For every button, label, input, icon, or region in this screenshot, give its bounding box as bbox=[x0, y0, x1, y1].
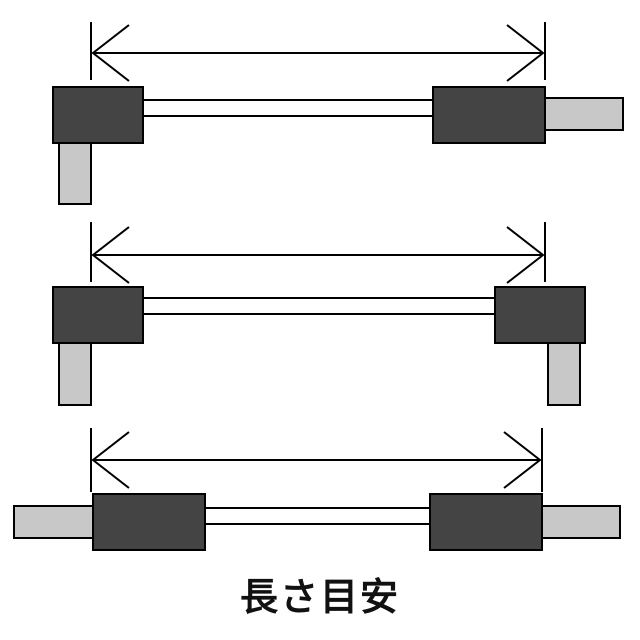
plug-body bbox=[92, 493, 206, 551]
straight-plug-icon bbox=[429, 493, 621, 551]
straight-plug-icon bbox=[13, 493, 206, 551]
straight-plug-icon bbox=[432, 86, 624, 144]
plug-body bbox=[432, 86, 546, 144]
cable bbox=[204, 507, 432, 525]
cable bbox=[141, 297, 497, 315]
cable bbox=[141, 99, 435, 117]
plug-pin bbox=[544, 97, 624, 131]
plug-pin bbox=[58, 141, 92, 205]
plug-body bbox=[52, 286, 144, 344]
caption-length-guide: 長さ目安 bbox=[239, 575, 400, 619]
plug-body bbox=[494, 286, 586, 344]
cable-variant-angled-straight bbox=[52, 22, 624, 205]
plug-pin bbox=[58, 340, 92, 406]
plug-pin bbox=[13, 505, 95, 539]
plug-body bbox=[429, 493, 543, 551]
cable-variant-angled-angled bbox=[52, 222, 586, 406]
angled-plug-icon bbox=[52, 86, 144, 205]
angled-plug-icon bbox=[494, 286, 586, 406]
cable-variant-straight-straight bbox=[13, 428, 621, 551]
plug-pin bbox=[541, 505, 621, 539]
angled-plug-icon bbox=[52, 286, 144, 406]
plug-pin bbox=[547, 340, 581, 406]
plug-body bbox=[52, 86, 144, 144]
